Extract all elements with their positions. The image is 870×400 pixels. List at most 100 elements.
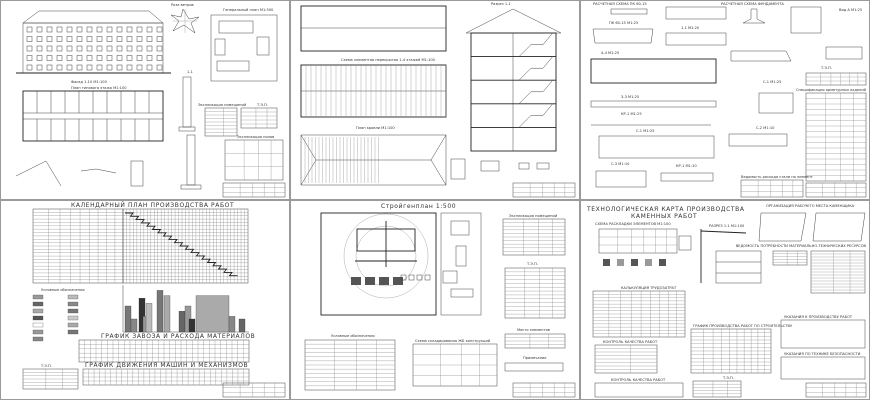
drawing-sheet-architecture[interactable]: Фасад 1-10 М1:100 План типового этажа М1… (0, 0, 290, 200)
legend-swatch (32, 308, 44, 314)
hollow-slab-section (665, 6, 727, 20)
tech-map-title-line1: ТЕХНОЛОГИЧЕСКАЯ КАРТА ПРОИЗВОДСТВА (586, 206, 745, 213)
explication-title: Экспликация помещений (509, 214, 558, 218)
explication-table (204, 107, 238, 137)
window (36, 55, 43, 61)
architecture-drawing: Фасад 1-10 М1:100 План типового этажа М1… (15, 3, 286, 198)
window (136, 26, 143, 33)
legend-swatch (32, 329, 44, 335)
window (96, 45, 103, 52)
steel-title: Ведомость расхода стали на элемент (741, 175, 813, 179)
tep-table (805, 72, 867, 86)
histogram-bar (178, 311, 186, 333)
pk-title: ПК 60-15 М1:25 (609, 21, 638, 25)
window (106, 55, 113, 61)
safety-title: УКАЗАНИЯ ПО ТЕХНИКЕ БЕЗОПАСНОСТИ (784, 352, 861, 356)
slab-plan (300, 64, 447, 118)
workplace-3d-2 (812, 212, 866, 242)
window (56, 64, 63, 71)
window (46, 64, 53, 71)
legend-swatch (67, 322, 79, 328)
window (126, 55, 133, 61)
window (86, 55, 93, 61)
window (146, 36, 153, 42)
tep-table (240, 107, 278, 129)
window (46, 55, 53, 61)
section-title: Разрез 1-1 (491, 2, 511, 6)
drawing-sheet-structure[interactable]: Схема элементов перекрытия 1-4 этажей М1… (290, 0, 580, 200)
schedule-title: ГРАФИК ПРОИЗВОДСТВА РАБОТ ПО СТРОИТЕЛЬСТ… (693, 324, 793, 328)
storage-areas (351, 274, 431, 285)
legend-swatch (67, 329, 79, 335)
resources-table-1 (772, 250, 808, 266)
temporary-buildings-zone (440, 212, 482, 316)
kr2-title: КР-1 М1:10 (676, 164, 697, 168)
window (26, 36, 33, 42)
drawing-sheet-site-plan[interactable]: Стройгенплан 1:500 Экспликация помещений… (290, 200, 580, 400)
structure-drawing: Схема элементов перекрытия 1-4 этажей М1… (300, 2, 576, 198)
building-section (465, 8, 562, 152)
material-pallet (603, 259, 610, 266)
drawing-sheet-elements[interactable]: РАСЧЕТНАЯ СХЕМА ПК 60-15 РАСЧЕТНАЯ СХЕМА… (580, 0, 870, 200)
section-title: 1-1 (187, 70, 193, 74)
window (116, 64, 123, 71)
scheme-pk-title: РАСЧЕТНАЯ СХЕМА ПК 60-15 (593, 2, 647, 6)
floors-title: Экспликация полов (237, 135, 274, 139)
view-a-title: Вид А М1:25 (839, 8, 862, 12)
window (146, 45, 153, 52)
workplace-title: ОРГАНИЗАЦИЯ РАБОЧЕГО МЕСТА КАМЕНЩИКА (766, 204, 855, 208)
legend-swatch (32, 301, 44, 307)
kr1-title: КР-1 М1:25 (621, 112, 642, 116)
window (136, 36, 143, 42)
window (116, 36, 123, 42)
window (86, 64, 93, 71)
window (116, 45, 123, 52)
legend-swatch (67, 294, 79, 300)
title-block (512, 382, 576, 398)
window (96, 36, 103, 42)
window (76, 36, 83, 42)
site-plan (210, 14, 278, 82)
material-pallet (645, 259, 652, 266)
c1b-title: С-1 М1:25 (763, 80, 781, 84)
machines-title: ГРАФИК ДВИЖЕНИЯ МАШИН И МЕХАНИЗМОВ (85, 362, 248, 369)
window (26, 45, 33, 52)
tep-table (504, 267, 566, 319)
histogram-bar (238, 318, 246, 333)
histogram-bar (130, 318, 138, 333)
window (46, 26, 53, 33)
histogram-bar (138, 298, 146, 333)
c3-title: С-3 М1:10 (611, 162, 630, 166)
calendar-plan-title: КАЛЕНДАРНЫЙ ПЛАН ПРОИЗВОДСТВА РАБОТ (71, 202, 234, 209)
labor-title: КАЛЬКУЛЯЦИЯ ТРУДОЗАТРАТ (621, 286, 677, 290)
c2-title: С-2 М1:10 (756, 126, 775, 130)
elements-title: Место элементов (517, 328, 550, 332)
node-details (450, 158, 550, 180)
histogram-bar (156, 290, 164, 333)
legend-swatch (32, 336, 44, 342)
table-title: Экспликация помещений (198, 103, 247, 107)
window (36, 26, 43, 33)
window (36, 64, 43, 71)
window (146, 55, 153, 61)
legend-title: Условные обозначения (331, 334, 375, 338)
title-block (222, 182, 286, 198)
window (96, 55, 103, 61)
crane-positions (603, 259, 666, 266)
window (26, 55, 33, 61)
tep-title: Т.Э.П. (820, 66, 832, 70)
window (136, 45, 143, 52)
drawing-sheet-tech-map[interactable]: ТЕХНОЛОГИЧЕСКАЯ КАРТА ПРОИЗВОДСТВА КАМЕН… (580, 200, 870, 400)
window (86, 45, 93, 52)
window (156, 64, 163, 71)
tep-table (692, 380, 742, 398)
instructions-title: УКАЗАНИЯ К ПРОИЗВОДСТВУ РАБОТ (784, 315, 853, 319)
window (106, 45, 113, 52)
legend-swatches (32, 294, 79, 342)
drawing-sheet-calendar-plan[interactable]: КАЛЕНДАРНЫЙ ПЛАН ПРОИЗВОДСТВА РАБОТ Усло… (0, 200, 290, 400)
labor-histogram (122, 285, 249, 333)
window (156, 55, 163, 61)
storage-title: Схема складирования ЖБ конструкций (415, 339, 491, 343)
tep-title: Т.Э.П. (722, 376, 734, 380)
foundation-icon (742, 8, 766, 24)
